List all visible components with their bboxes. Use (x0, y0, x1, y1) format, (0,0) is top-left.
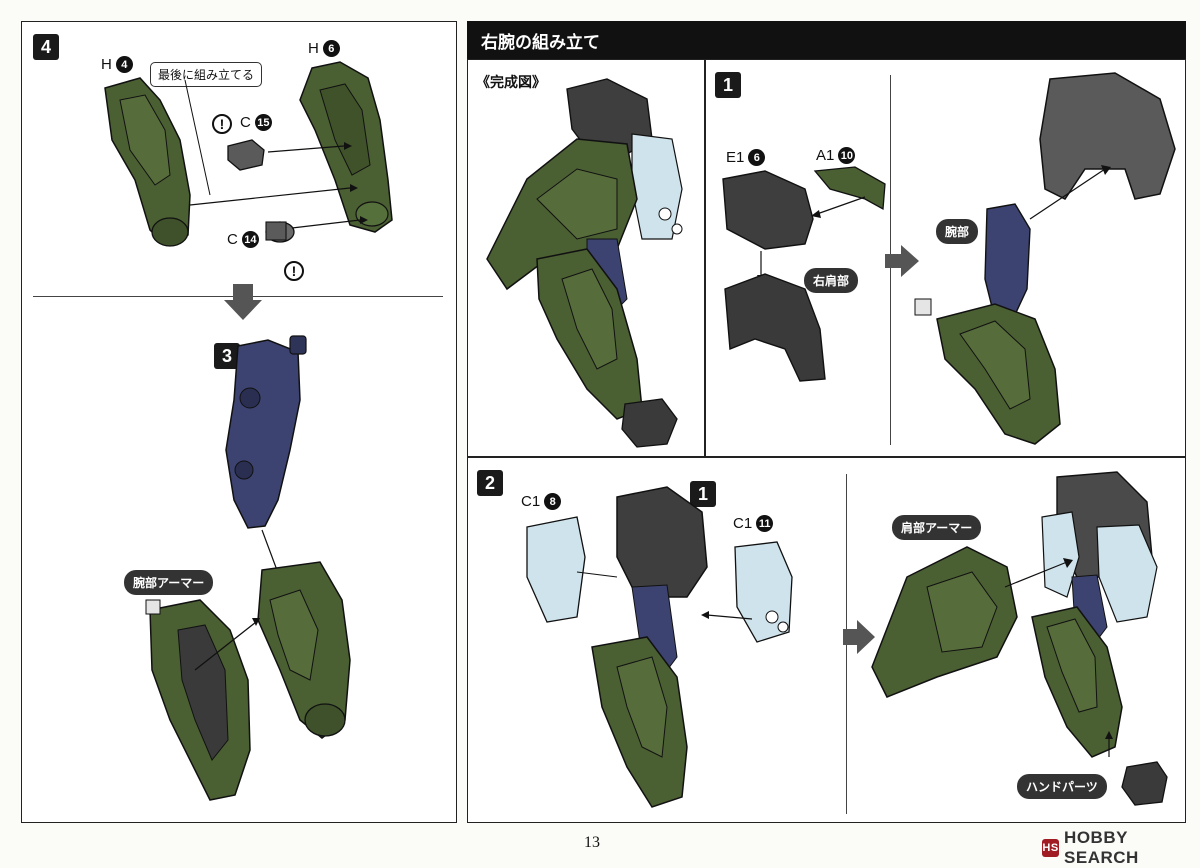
step-ref-1: 1 (690, 481, 716, 507)
forearm-frame (225, 339, 301, 529)
step1-illustration (722, 72, 1176, 445)
label-forearm-armor: 腕部アーマー (124, 570, 214, 595)
part-right-shoulder (724, 273, 826, 382)
step-number-1: 1 (715, 72, 741, 98)
warning-icon: ! (284, 261, 304, 281)
down-arrow-icon (224, 284, 262, 320)
watermark: HS HOBBY SEARCH (1042, 828, 1139, 867)
step-number-2: 2 (477, 470, 503, 496)
step3-illustration (145, 335, 351, 801)
step-number-3: 3 (214, 343, 240, 369)
part-a1-10 (813, 166, 886, 211)
label-hand-parts: ハンドパーツ (1017, 774, 1107, 799)
label-forearm: 腕部 (936, 219, 979, 244)
right-arrow-icon (843, 620, 875, 654)
hobby-search-logo-icon: HS (1042, 839, 1060, 857)
part-e1-6 (722, 170, 814, 250)
completed-arm-illustration (486, 78, 683, 448)
section-title: 右腕の組み立て (467, 21, 1186, 59)
part-c1-8 (526, 516, 586, 623)
step2-illustration (526, 471, 1168, 808)
completed-label: 《完成図》 (476, 75, 546, 91)
note-assemble-last: 最後に組み立てる (150, 62, 263, 87)
right-arrow-icon (885, 245, 919, 277)
part-c15 (227, 139, 265, 171)
step4-illustration (104, 61, 393, 247)
hand-part (1121, 761, 1168, 806)
page-number: 13 (584, 834, 600, 851)
warning-icon: ! (212, 114, 232, 134)
label-right-shoulder: 右肩部 (804, 268, 859, 293)
step-number-4: 4 (33, 34, 59, 60)
label-shoulder-armor: 肩部アーマー (892, 515, 982, 540)
